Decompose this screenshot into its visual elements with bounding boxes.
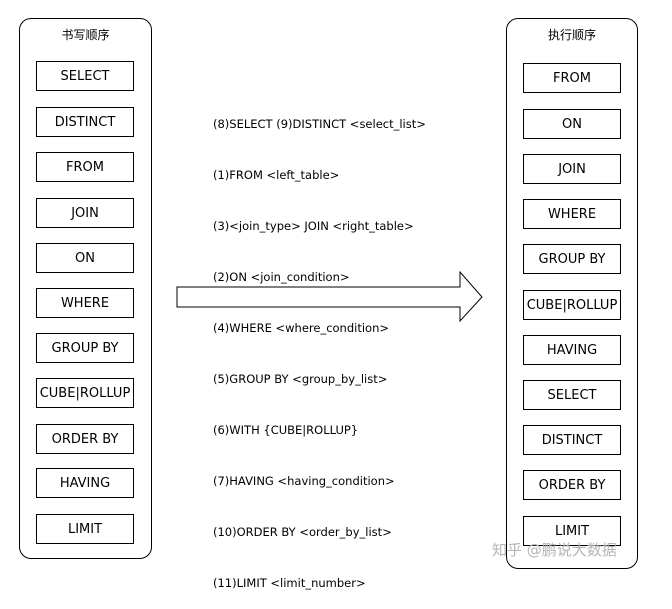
execution-step-3: JOIN xyxy=(523,154,621,184)
watermark: 知乎 @鹏说大数据 xyxy=(492,541,617,559)
sql-line: (8)SELECT (9)DISTINCT <select_list> xyxy=(213,117,426,131)
sql-line: (11)LIMIT <limit_number> xyxy=(213,576,366,590)
writing-step-7: GROUP BY xyxy=(36,333,134,363)
writing-order-title: 书写顺序 xyxy=(61,28,110,42)
sql-line: (4)WHERE <where_condition> xyxy=(213,321,389,335)
execution-step-6: CUBE|ROLLUP xyxy=(523,290,621,320)
sql-line: (5)GROUP BY <group_by_list> xyxy=(213,372,388,386)
sql-line: (10)ORDER BY <order_by_list> xyxy=(213,525,392,539)
right-arrow-icon xyxy=(176,271,483,323)
writing-step-5: ON xyxy=(36,243,134,273)
writing-step-2: DISTINCT xyxy=(36,107,134,137)
execution-step-5: GROUP BY xyxy=(523,244,621,274)
writing-order-panel: 书写顺序 SELECT DISTINCT FROM JOIN ON WHERE … xyxy=(19,18,152,559)
execution-step-9: DISTINCT xyxy=(523,425,621,455)
writing-step-11: LIMIT xyxy=(36,514,134,544)
sql-line: (6)WITH {CUBE|ROLLUP} xyxy=(213,423,359,437)
execution-step-4: WHERE xyxy=(523,199,621,229)
execution-step-2: ON xyxy=(523,109,621,139)
writing-step-3: FROM xyxy=(36,152,134,182)
execution-step-11: LIMIT xyxy=(523,516,621,546)
writing-step-8: CUBE|ROLLUP xyxy=(36,378,134,408)
sql-line: (7)HAVING <having_condition> xyxy=(213,474,395,488)
execution-order-panel: 执行顺序 FROM ON JOIN WHERE GROUP BY CUBE|RO… xyxy=(506,18,638,569)
writing-step-9: ORDER BY xyxy=(36,424,134,454)
sql-template: (8)SELECT (9)DISTINCT <select_list> (1)F… xyxy=(213,82,426,609)
execution-step-10: ORDER BY xyxy=(523,470,621,500)
execution-step-8: SELECT xyxy=(523,380,621,410)
sql-line: (3)<join_type> JOIN <right_table> xyxy=(213,219,414,233)
writing-step-4: JOIN xyxy=(36,198,134,228)
execution-order-title: 执行顺序 xyxy=(547,28,596,42)
writing-step-10: HAVING xyxy=(36,468,134,498)
writing-step-6: WHERE xyxy=(36,288,134,318)
execution-step-7: HAVING xyxy=(523,335,621,365)
writing-step-1: SELECT xyxy=(36,61,134,91)
sql-line: (1)FROM <left_table> xyxy=(213,168,340,182)
execution-step-1: FROM xyxy=(523,63,621,93)
sql-line: (2)ON <join_condition> xyxy=(213,270,350,284)
